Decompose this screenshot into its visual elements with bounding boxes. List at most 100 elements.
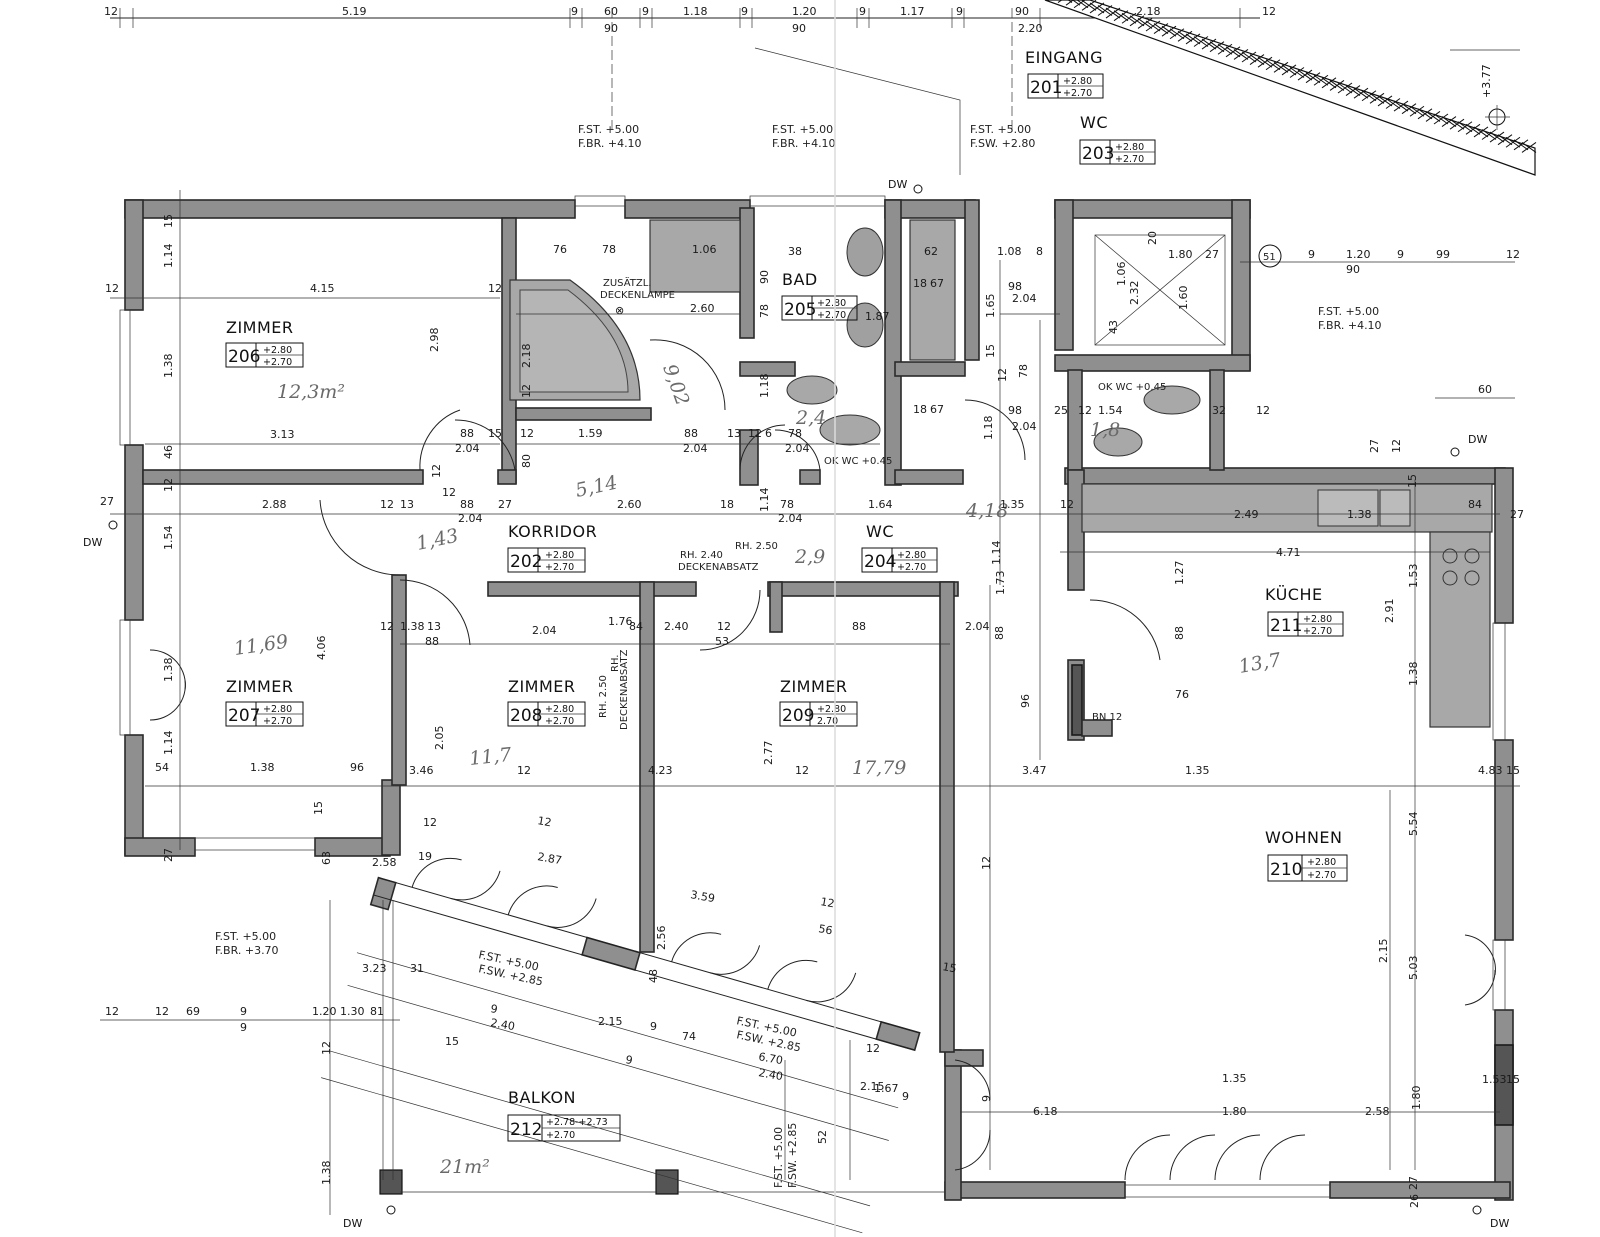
room-height: +2.70 bbox=[546, 1130, 575, 1141]
rh-note: RH. 2.40 bbox=[680, 550, 723, 561]
dimension-text: 12 bbox=[866, 1042, 880, 1055]
dimension-text: 2.58 bbox=[1365, 1105, 1390, 1118]
room-height: +2.80 bbox=[545, 550, 574, 561]
dimension-text: 12 bbox=[105, 1005, 119, 1018]
room-201-label: EINGANG 201 +2.80 +2.70 bbox=[1025, 48, 1104, 99]
dimension-text: 27 bbox=[1407, 1176, 1420, 1190]
dimension-text: 5.03 bbox=[1407, 956, 1420, 981]
bn-note: BN 12 bbox=[1092, 712, 1122, 723]
dimension-text: 2.40 bbox=[489, 1016, 515, 1033]
handwritten-areas: 12,3m² 11,69 9,02 5,14 2,4 1,8 2,9 11,7 … bbox=[233, 361, 1284, 1178]
room-height: +2.70 bbox=[1307, 870, 1336, 881]
dimension-text: 18 bbox=[913, 277, 927, 290]
dimension-text: 48 bbox=[647, 969, 660, 983]
dimension-text: 2.04 bbox=[1012, 292, 1037, 305]
room-number: 211 bbox=[1270, 616, 1302, 636]
window-note: F.BR. +4.10 bbox=[578, 137, 642, 150]
rh-note: RH. bbox=[610, 655, 621, 672]
room-height: +2.80 bbox=[897, 550, 926, 561]
dimension-text: 78 bbox=[780, 498, 794, 511]
dimension-text: 2.49 bbox=[1234, 508, 1259, 521]
dimension-text: 1.67 bbox=[874, 1082, 899, 1095]
room-name: KORRIDOR bbox=[508, 522, 597, 541]
room-number: 202 bbox=[510, 552, 542, 572]
room-height: +2.70 bbox=[545, 716, 574, 727]
dimension-text: 98 bbox=[1008, 404, 1022, 417]
dimension-text: 12 bbox=[380, 498, 394, 511]
dimension-text: 9 bbox=[1397, 248, 1404, 261]
room-height: +2.80 bbox=[545, 704, 574, 715]
dimension-text: 53 bbox=[715, 635, 729, 648]
dimension-text: 15 bbox=[312, 801, 325, 815]
dimension-text: 2.56 bbox=[655, 926, 668, 951]
room-name: BAD bbox=[782, 270, 818, 289]
dimension-text: 19 bbox=[418, 850, 432, 863]
bathroom-fixtures bbox=[509, 219, 1226, 457]
dimension-text: 1.53 bbox=[1482, 1073, 1507, 1086]
handwritten-area: 1,43 bbox=[414, 525, 460, 555]
dimension-text: 1.54 bbox=[162, 526, 175, 551]
dimension-text: 74 bbox=[682, 1030, 696, 1043]
dimension-text: 88 bbox=[425, 635, 439, 648]
dimension-text: 1.35 bbox=[1000, 498, 1025, 511]
room-number: 203 bbox=[1082, 144, 1114, 164]
window-note: F.BR. +3.70 bbox=[215, 944, 279, 957]
lamp-note: DECKENLAMPE bbox=[600, 290, 675, 301]
dimension-text: 1.53 bbox=[1407, 564, 1420, 589]
room-name: WOHNEN bbox=[1265, 828, 1343, 847]
room-203-label: WC 203 +2.80 +2.70 bbox=[1079, 113, 1156, 165]
room-206-label: ZIMMER 206 +2.80 +2.70 bbox=[225, 318, 304, 368]
dimension-text: 1.80 bbox=[1222, 1105, 1247, 1118]
dimension-text: 18 bbox=[720, 498, 734, 511]
room-name: ZIMMER bbox=[226, 318, 294, 337]
room-name: WC bbox=[1080, 113, 1108, 132]
dw-mark: DW bbox=[1490, 1217, 1509, 1230]
lamp-note: ZUSÄTZL. bbox=[603, 276, 651, 289]
dimension-text: 1.35 bbox=[1185, 764, 1210, 777]
dimension-text: 80 bbox=[520, 454, 533, 468]
room-name: EINGANG bbox=[1025, 48, 1103, 67]
dimension-text: 1.38 bbox=[250, 761, 275, 774]
dim-text: 9 bbox=[741, 5, 748, 18]
window-note: F.SW. +2.80 bbox=[970, 137, 1035, 150]
dimension-text: 1.06 bbox=[1115, 262, 1128, 287]
dimension-text: 18 bbox=[913, 403, 927, 416]
dim-text: 12 bbox=[104, 5, 118, 18]
dimension-text: 12 bbox=[1506, 248, 1520, 261]
dim-text: 1.18 bbox=[683, 5, 708, 18]
dimension-text: 88 bbox=[993, 626, 1006, 640]
room-height: +2.80 bbox=[817, 298, 846, 309]
handwritten-area: 2,4 bbox=[795, 407, 826, 429]
room-number: 212 bbox=[510, 1120, 542, 1140]
dimension-text: 27 bbox=[1510, 508, 1524, 521]
dimension-text: 12 bbox=[748, 427, 762, 440]
dimension-text: 32 bbox=[1212, 404, 1226, 417]
dimension-text: 4.06 bbox=[315, 636, 328, 661]
dimension-text: 12 bbox=[162, 478, 175, 492]
dimension-text: 43 bbox=[1107, 320, 1120, 334]
dimension-text: 3.23 bbox=[362, 962, 387, 975]
dimension-text: 12 bbox=[442, 486, 456, 499]
wc-note: OK WC +0.45 bbox=[824, 456, 892, 467]
dimension-text: 1.64 bbox=[868, 498, 893, 511]
dimension-text: 12 bbox=[380, 620, 394, 633]
handwritten-area: 4,18 bbox=[965, 500, 1008, 522]
rh-note: RH. 2.50 bbox=[598, 675, 609, 718]
dimension-text: 1.18 bbox=[758, 374, 771, 399]
dimension-text: 12 bbox=[105, 282, 119, 295]
dimension-text: 1.87 bbox=[865, 310, 890, 323]
dimension-text: 9 bbox=[650, 1020, 657, 1033]
room-height: +2.70 bbox=[897, 562, 926, 573]
dim-text: 2.20 bbox=[1018, 22, 1043, 35]
dimension-text: 13 bbox=[427, 620, 441, 633]
dimension-text: 15 bbox=[984, 344, 997, 358]
dimension-text: 1.18 bbox=[982, 416, 995, 441]
dim-text: 90 bbox=[1015, 5, 1029, 18]
dimension-text: 1.76 bbox=[608, 615, 633, 628]
dimension-text: 78 bbox=[1017, 364, 1030, 378]
dimension-text: 1.20 bbox=[312, 1005, 337, 1018]
room-number: 207 bbox=[228, 706, 260, 726]
dimension-text: 15 bbox=[1506, 1073, 1520, 1086]
dimension-text: 67 bbox=[930, 277, 944, 290]
dimension-text: 3.47 bbox=[1022, 764, 1047, 777]
